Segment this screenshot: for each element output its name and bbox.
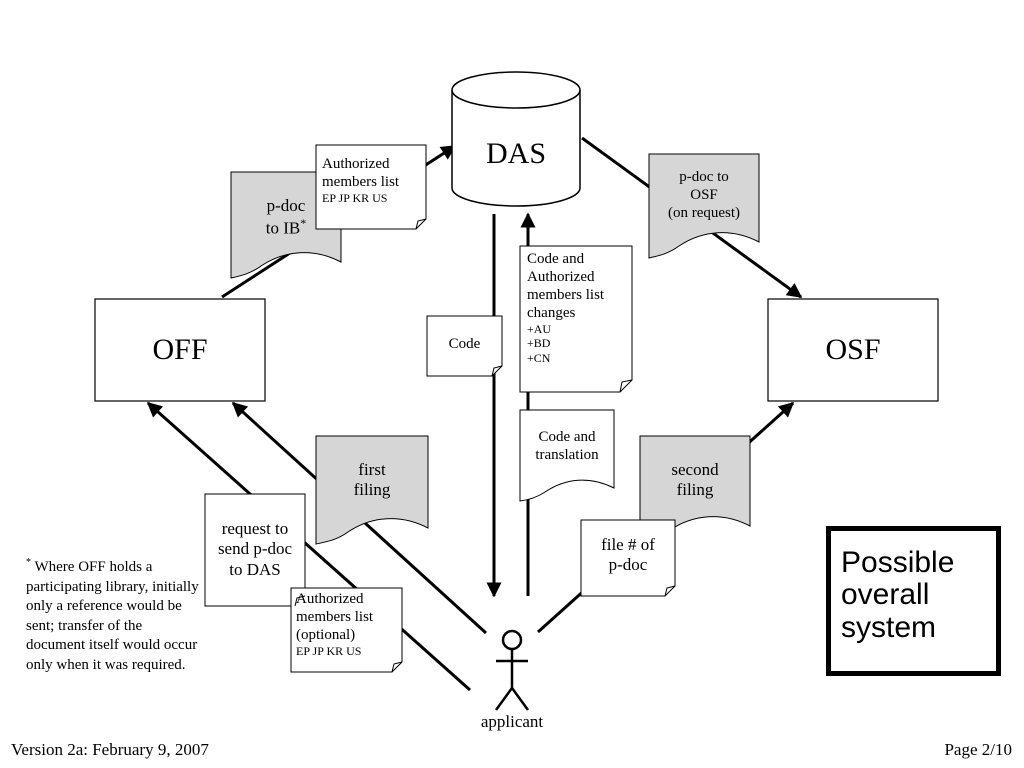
applicant-figure (494, 629, 530, 711)
footnote-text: Where OFF holds a participating library,… (26, 559, 199, 673)
footer-page: Page 2/10 (944, 740, 1012, 759)
applicant-to-off-line-outer (146, 401, 471, 692)
footnote: * Where OFF holds a participating librar… (26, 556, 201, 675)
code-auth-changes-text: Code and Authorized members list changes… (527, 251, 605, 365)
auth-members-optional-text: Authorized members list (optional) EP JP… (296, 591, 374, 658)
pdoc-to-osf-shape (648, 153, 760, 259)
request-send-text: request to send p-doc to DAS (217, 519, 293, 579)
osf-label: OSF (825, 333, 881, 366)
file-number-text: file # of p-doc (601, 535, 655, 575)
file-number-shape (580, 519, 676, 597)
title-line-3: system (841, 610, 937, 644)
first-filing-shape (315, 435, 429, 545)
off-box (94, 298, 266, 402)
second-filing-text: second filing (671, 460, 719, 500)
pdoc-to-ib-text: p-doc to IB* (265, 196, 307, 239)
auth-members-optional-shape (290, 587, 403, 673)
auth-members-top-text: Authorized members list EP JP KR US (322, 156, 400, 205)
code-auth-changes-shape (519, 245, 633, 393)
das-label: DAS (485, 137, 546, 170)
code-note-text: Code (448, 336, 481, 352)
auth-members-top-shape (315, 144, 427, 230)
off-label: OFF (152, 333, 208, 366)
code-note-shape (426, 315, 503, 377)
diagram-title-box: Possible overall system (826, 526, 1001, 676)
title-line-2: overall (841, 578, 930, 612)
pdoc-to-ib-shape (230, 171, 342, 279)
footnote-mark: * (26, 557, 31, 568)
first-filing-text: first filing (353, 460, 391, 500)
footer-version: Version 2a: February 9, 2007 (11, 740, 209, 759)
osf-box (767, 298, 939, 402)
code-translation-shape (519, 409, 615, 502)
das-cylinder (451, 71, 581, 207)
title-line-1: Possible (841, 546, 955, 579)
applicant-label: applicant (480, 712, 544, 731)
pdoc-to-osf-text: p-doc to OSF (on request) (667, 169, 741, 221)
code-translation-text: Code and translation (535, 429, 599, 463)
